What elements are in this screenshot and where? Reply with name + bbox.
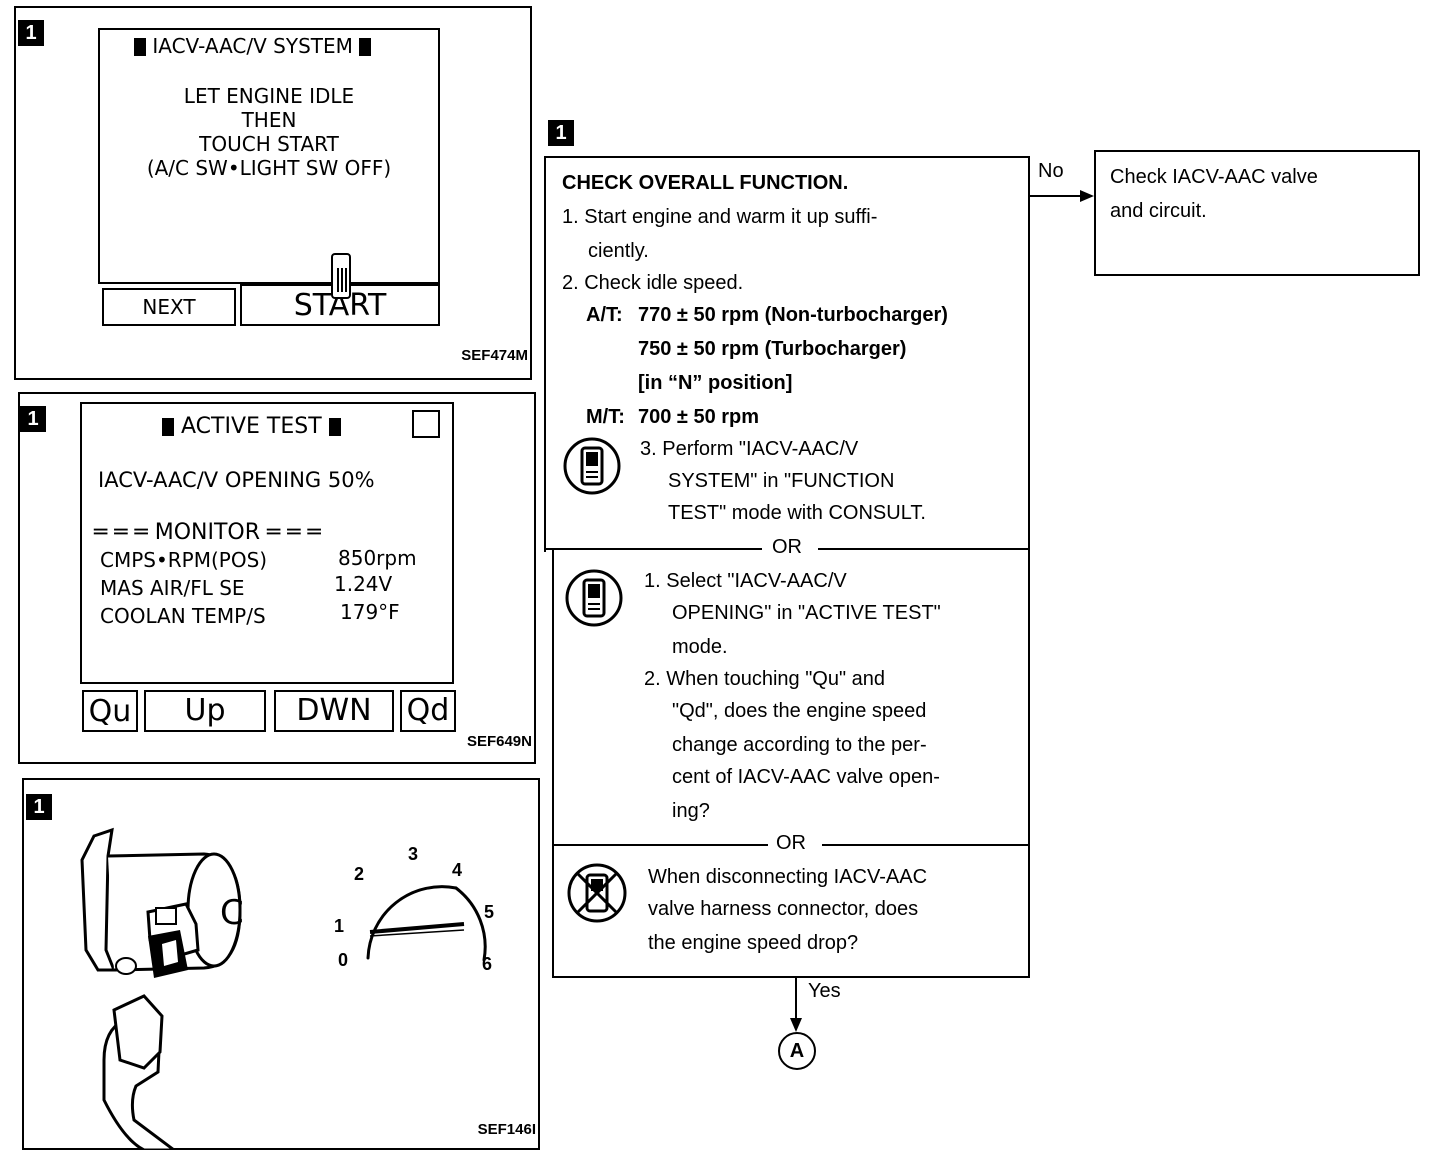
consult-screen <box>80 402 454 684</box>
qd-button[interactable]: Qd <box>400 690 456 732</box>
or-divider-label: OR <box>772 536 802 558</box>
figure-code: SEF649N <box>466 733 532 750</box>
qu-button[interactable]: Qu <box>82 690 138 732</box>
step-text: TEST" mode with CONSULT. <box>668 502 926 524</box>
svg-text:6: 6 <box>482 954 492 974</box>
svg-text:2: 2 <box>354 864 364 884</box>
monitor-divider: ═ ═ ═ MONITOR ═ ═ ═ <box>94 520 321 545</box>
figure-connector-tachometer: 1 C 0 1 2 3 4 5 6 SEF146I <box>22 778 540 1150</box>
step-text: When disconnecting IACV-AAC <box>648 866 928 888</box>
touch-finger-icon <box>331 253 351 299</box>
step-text: 1. Select "IACV-AAC/V <box>644 570 847 592</box>
spec-value: 770 ± 50 rpm (Non-turbocharger) <box>638 304 948 326</box>
svg-text:4: 4 <box>452 860 462 880</box>
spec-label: A/T: <box>586 304 623 326</box>
step-text: mode. <box>672 636 728 658</box>
figure-code: SEF146I <box>477 1121 536 1138</box>
step-text: 2. When touching "Qu" and <box>644 668 886 690</box>
flow-step-badge: 1 <box>548 120 574 146</box>
step-text: change according to the per- <box>672 734 927 756</box>
screen-title: ACTIVE TEST <box>162 414 341 439</box>
no-result-box <box>1094 150 1420 276</box>
no-branch-label: No <box>1038 160 1064 182</box>
monitor-label: COOLAN TEMP/S <box>100 604 266 628</box>
step-text: OPENING" in "ACTIVE TEST" <box>672 602 941 624</box>
next-button[interactable]: NEXT <box>102 288 236 326</box>
figure-code: SEF474M <box>461 347 528 364</box>
up-button[interactable]: Up <box>144 690 266 732</box>
figure-iacv-system-screen: 1 IACV-AAC/V SYSTEM LET ENGINE IDLE THEN… <box>14 6 532 380</box>
screen-line: THEN <box>241 108 297 132</box>
monitor-value: 850rpm <box>338 546 417 570</box>
svg-text:C: C <box>220 893 244 933</box>
no-result-text: Check IACV-AAC valve <box>1110 166 1318 188</box>
step-text: cent of IACV-AAC valve open- <box>672 766 940 788</box>
step-text: the engine speed drop? <box>648 932 859 954</box>
connector-a-circle: A <box>778 1032 816 1070</box>
title-marker-icon <box>134 38 146 56</box>
or-divider-label: OR <box>776 832 806 854</box>
down-button[interactable]: DWN <box>274 690 394 732</box>
valve-connector-illustration: C <box>80 827 244 1150</box>
monitor-value: 179°F <box>340 600 400 624</box>
step-text: SYSTEM" in "FUNCTION <box>668 470 895 492</box>
no-result-text: and circuit. <box>1110 200 1207 222</box>
title-marker-icon <box>162 418 174 436</box>
consult-tester-icon <box>565 569 623 627</box>
svg-text:1: 1 <box>334 916 344 936</box>
spec-value: 700 ± 50 rpm <box>638 406 760 428</box>
no-tools-icon <box>567 863 627 923</box>
step-text: valve harness connector, does <box>648 898 919 920</box>
figure-active-test-screen: 1 ACTIVE TEST IACV-AAC/V OPENING 50% ═ ═… <box>18 392 536 764</box>
screen-corner-box[interactable] <box>412 410 440 438</box>
svg-text:5: 5 <box>484 902 494 922</box>
spec-value: 750 ± 50 rpm (Turbocharger) <box>638 338 907 360</box>
gauge-ticks <box>366 885 487 962</box>
check-heading: CHECK OVERALL FUNCTION. <box>562 172 849 194</box>
svg-text:0: 0 <box>338 950 348 970</box>
yes-arrow <box>790 978 802 1032</box>
screen-title: IACV-AAC/V SYSTEM <box>134 34 372 58</box>
consult-tester-icon <box>563 437 621 495</box>
step-text: 2. Check idle speed. <box>562 272 744 294</box>
spec-label: M/T: <box>586 406 625 428</box>
svg-text:3: 3 <box>408 844 418 864</box>
step-text: 3. Perform "IACV-AAC/V <box>640 438 859 460</box>
yes-branch-label: Yes <box>808 980 841 1002</box>
tachometer-gauge: 0 1 2 3 4 5 6 <box>334 844 494 974</box>
monitor-label: CMPS•RPM(POS) <box>100 548 268 572</box>
opening-line: IACV-AAC/V OPENING 50% <box>98 468 375 492</box>
title-marker-icon <box>359 38 372 56</box>
gauge-needle <box>369 922 465 934</box>
monitor-label: MAS AIR/FL SE <box>100 576 245 600</box>
screen-line: TOUCH START <box>199 132 339 156</box>
no-arrow <box>1030 190 1094 202</box>
step-text: ing? <box>672 800 710 822</box>
spec-value: [in “N” position] <box>638 372 793 394</box>
step-badge: 1 <box>20 406 46 432</box>
title-marker-icon <box>328 418 341 436</box>
step-text: 1. Start engine and warm it up suffi- <box>562 206 878 228</box>
step-badge: 1 <box>26 794 52 820</box>
screen-line: (A/C SW•LIGHT SW OFF) <box>146 156 392 180</box>
screen-line: LET ENGINE IDLE <box>183 84 355 108</box>
consult-screen <box>98 28 440 284</box>
step-badge: 1 <box>18 20 44 46</box>
monitor-value: 1.24V <box>334 572 393 596</box>
step-text: ciently. <box>588 240 649 262</box>
step-text: "Qd", does the engine speed <box>672 700 927 722</box>
